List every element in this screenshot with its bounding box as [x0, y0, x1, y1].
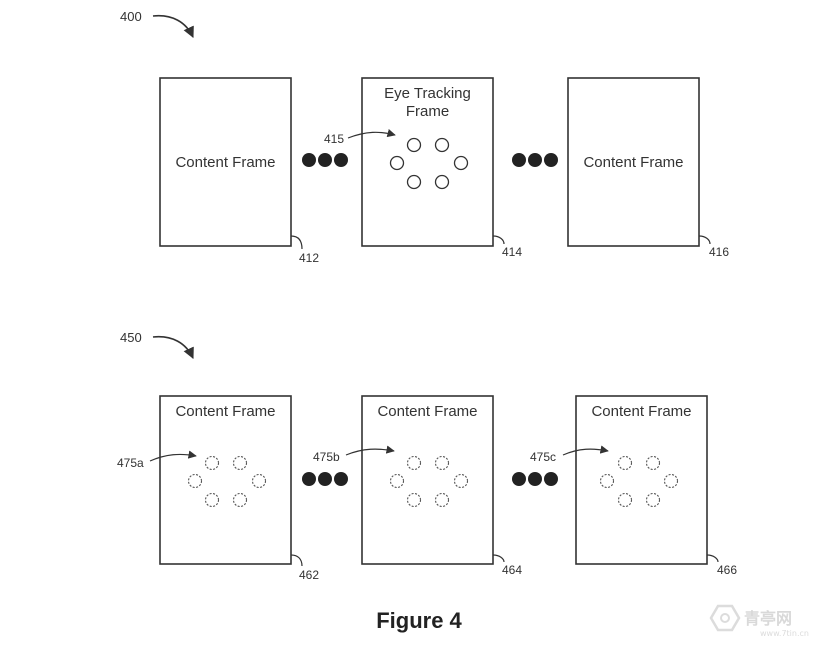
tracking-dot [645, 492, 661, 508]
tracking-dot [453, 473, 469, 489]
tracking-dot [645, 455, 661, 471]
frame-416-label: Content Frame [583, 154, 683, 171]
tracking-dot [204, 455, 220, 471]
ellipsis-dot [302, 153, 316, 167]
dots-ref-475a-arrow [149, 450, 197, 462]
ellipsis-dot [528, 153, 542, 167]
hexagon-logo-icon-core [720, 613, 730, 623]
ellipsis-dots-top-left [302, 153, 348, 167]
ellipsis-dots-top-right [512, 153, 558, 167]
figure-caption: Figure 4 [376, 608, 462, 633]
tracking-dot [663, 473, 679, 489]
figure-450-group: 450 Content Frame 475a 462 [117, 330, 737, 582]
figure-ref-400-arrow [152, 14, 194, 39]
ellipsis-dots-bottom-left [302, 472, 348, 486]
tracking-dot [599, 473, 615, 489]
tracking-dot [251, 473, 267, 489]
tracking-dot [617, 455, 633, 471]
tracking-dot [389, 473, 405, 489]
frame-466: Content Frame 475c 466 [530, 395, 737, 577]
frame-464-box [361, 395, 494, 565]
ellipsis-dot [334, 472, 348, 486]
frame-416-box [567, 77, 700, 247]
frame-466-leader [706, 554, 719, 563]
frame-414-label-line2: Frame [406, 103, 449, 120]
figure-400-group: 400 Content Frame 412 Eye Tracking Frame [120, 9, 729, 265]
eye-tracking-dots-415 [389, 137, 469, 190]
frame-464-label: Content Frame [377, 403, 477, 420]
ellipsis-dot [528, 472, 542, 486]
frame-412: Content Frame 412 [159, 77, 319, 265]
ellipsis-dot [512, 153, 526, 167]
dots-ref-475a: 475a [117, 456, 144, 470]
frame-416-leader [698, 235, 711, 245]
ellipsis-dot [544, 472, 558, 486]
figure-ref-450: 450 [120, 330, 142, 345]
tracking-dot [434, 455, 450, 471]
dots-ref-475c-arrow [562, 445, 609, 456]
tracking-dot [406, 455, 422, 471]
frame-416-ref: 416 [709, 245, 729, 259]
frame-414-ref: 414 [502, 245, 522, 259]
tracking-dot [617, 492, 633, 508]
frame-414-label-line1: Eye Tracking [384, 85, 471, 102]
frame-466-label: Content Frame [591, 403, 691, 420]
dots-ref-415: 415 [324, 132, 344, 146]
figure-ref-450-arrow [152, 335, 194, 360]
frame-412-ref: 412 [299, 251, 319, 265]
ellipsis-dot [544, 153, 558, 167]
tracking-dot [434, 492, 450, 508]
frame-412-label: Content Frame [175, 154, 275, 171]
frame-464-leader [492, 554, 505, 563]
ellipsis-dot [334, 153, 348, 167]
frame-412-leader [290, 235, 303, 250]
tracking-dot [453, 155, 469, 171]
eye-tracking-dots-475b [389, 455, 469, 508]
hexagon-logo-icon [709, 604, 741, 632]
watermark: 青亭网 www.7tin.cn [709, 604, 809, 638]
frame-462-leader [290, 554, 303, 567]
eye-tracking-dots-475c [599, 455, 679, 508]
frame-412-box [159, 77, 292, 247]
tracking-dot [187, 473, 203, 489]
frame-466-ref: 466 [717, 563, 737, 577]
figure-ref-400: 400 [120, 9, 142, 24]
ellipsis-dot [512, 472, 526, 486]
frame-464: Content Frame 475b 464 [313, 395, 522, 577]
ellipsis-dots-bottom-right [512, 472, 558, 486]
tracking-dot [406, 492, 422, 508]
dots-ref-475b-arrow [345, 445, 395, 456]
tracking-dot [232, 492, 248, 508]
frame-462-box [159, 395, 292, 565]
frame-462-label: Content Frame [175, 403, 275, 420]
tracking-dot [406, 137, 422, 153]
frame-414-box [361, 77, 494, 247]
tracking-dot [434, 174, 450, 190]
dots-ref-475c: 475c [530, 450, 556, 464]
ellipsis-dot [302, 472, 316, 486]
tracking-dot [406, 174, 422, 190]
frame-462: Content Frame 475a 462 [117, 395, 319, 582]
frame-414-leader [492, 235, 505, 245]
tracking-dot [204, 492, 220, 508]
ellipsis-dot [318, 153, 332, 167]
frame-464-ref: 464 [502, 563, 522, 577]
frame-414: Eye Tracking Frame 415 414 [324, 77, 522, 259]
ellipsis-dot [318, 472, 332, 486]
tracking-dot [232, 455, 248, 471]
frame-416: Content Frame 416 [567, 77, 729, 259]
watermark-subtext: www.7tin.cn [760, 629, 809, 638]
eye-tracking-dots-475a [187, 455, 267, 508]
tracking-dot [389, 155, 405, 171]
dots-ref-475b: 475b [313, 450, 340, 464]
dots-ref-415-arrow [347, 128, 396, 139]
frame-462-ref: 462 [299, 568, 319, 582]
frame-466-box [575, 395, 708, 565]
watermark-text: 青亭网 [744, 609, 792, 628]
tracking-dot [434, 137, 450, 153]
